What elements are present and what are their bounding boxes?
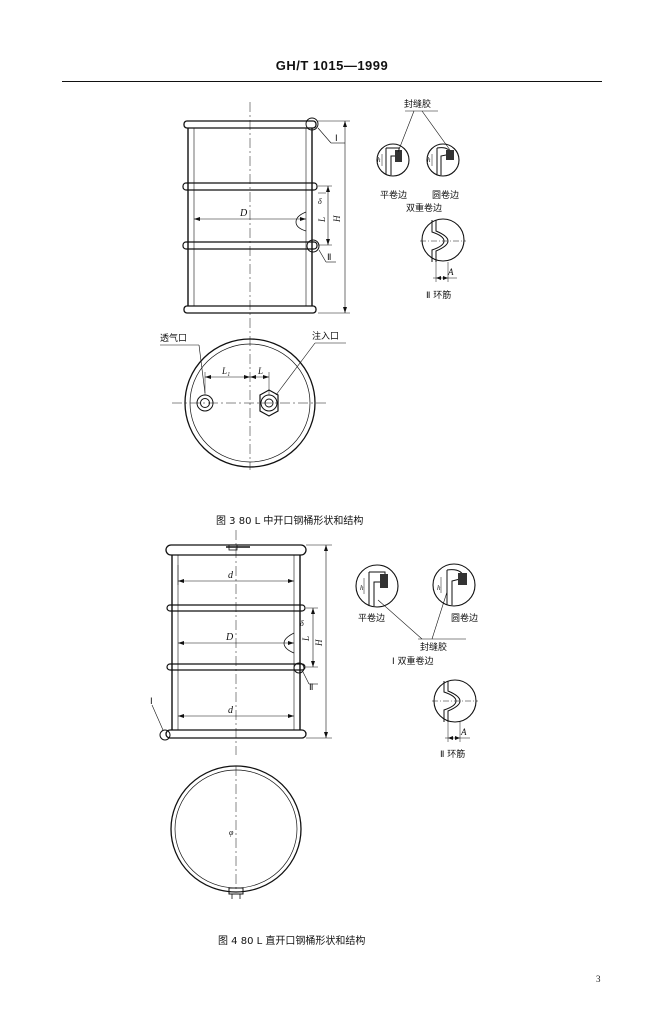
fig3-drum-elevation bbox=[182, 102, 350, 470]
fig4-roman-2: Ⅱ bbox=[309, 682, 313, 692]
fig4-roman-1: Ⅰ bbox=[150, 696, 153, 706]
fig3-rib-label: Ⅱ 环筋 bbox=[426, 289, 451, 301]
fig3-detail-rib bbox=[420, 218, 466, 282]
fig3-detail-h-2: h bbox=[427, 156, 431, 164]
fig3-detail-h-1: h bbox=[377, 156, 381, 164]
fig3-dim-D: D bbox=[239, 208, 248, 219]
fig3-vent-label: 透气口 bbox=[160, 332, 187, 344]
fig4-drum-elevation bbox=[151, 530, 332, 755]
figure3-caption: 图 3 80 L 中开口钢桶形状和结构 bbox=[216, 516, 364, 527]
fig3-flat-seam-label: 平卷边 bbox=[380, 189, 407, 201]
fig3-detail-round-seam bbox=[426, 143, 460, 177]
fig4-dim-d-top: d bbox=[228, 570, 234, 581]
fig4-flat-seam-label: 平卷边 bbox=[358, 612, 385, 624]
fig3-pour-label: 注入口 bbox=[312, 330, 339, 342]
fig4-dim-delta: δ bbox=[300, 619, 304, 628]
fig3-round-seam-label: 圆卷边 bbox=[432, 189, 459, 201]
fig3-dim-L: L bbox=[317, 217, 327, 223]
fig3-dim-L1: L₁ bbox=[221, 366, 230, 376]
fig4-dim-D: D bbox=[225, 632, 234, 643]
figure4-caption: 图 4 80 L 直开口钢桶形状和结构 bbox=[218, 936, 366, 947]
page-number: 3 bbox=[596, 974, 601, 984]
fig3-roman-2: Ⅱ bbox=[327, 252, 331, 262]
fig4-dim-A: A bbox=[460, 727, 467, 737]
fig4-double-seam-label: Ⅰ 双重卷边 bbox=[392, 655, 434, 667]
fig4-detail-h-1: h bbox=[360, 584, 364, 592]
fig4-rib-label: Ⅱ 环筋 bbox=[440, 748, 465, 760]
fig3-drum-plan bbox=[160, 338, 346, 468]
fig3-dim-L-plan: L bbox=[257, 366, 263, 376]
fig4-dim-H: H bbox=[314, 639, 324, 647]
fig3-dim-A: A bbox=[447, 267, 454, 277]
page-header-code: GH/T 1015—1999 bbox=[275, 58, 389, 73]
fig4-dim-d-bottom: d bbox=[228, 705, 234, 716]
fig3-dim-delta: δ bbox=[318, 197, 322, 206]
header-rule bbox=[62, 81, 602, 82]
fig3-detail-flat-seam bbox=[376, 143, 410, 177]
fig4-dim-phi: φ bbox=[229, 828, 234, 837]
fig4-round-seam-label: 圆卷边 bbox=[451, 612, 478, 624]
fig4-detail-flat-seam bbox=[355, 564, 399, 608]
fig4-detail-h-2: h bbox=[437, 584, 441, 592]
fig4-detail-rib bbox=[432, 679, 478, 742]
fig3-seal-glue-label: 封缝胶 bbox=[404, 98, 431, 110]
fig4-detail-round-seam bbox=[432, 563, 476, 607]
fig4-dim-L: L bbox=[301, 636, 311, 642]
fig3-double-seam-label: 双重卷边 bbox=[406, 202, 442, 214]
fig3-roman-1: Ⅰ bbox=[335, 133, 338, 143]
fig4-drum-plan bbox=[170, 765, 302, 899]
fig3-dim-H: H bbox=[332, 215, 342, 223]
fig4-seal-glue-label: 封缝胶 bbox=[420, 641, 447, 653]
